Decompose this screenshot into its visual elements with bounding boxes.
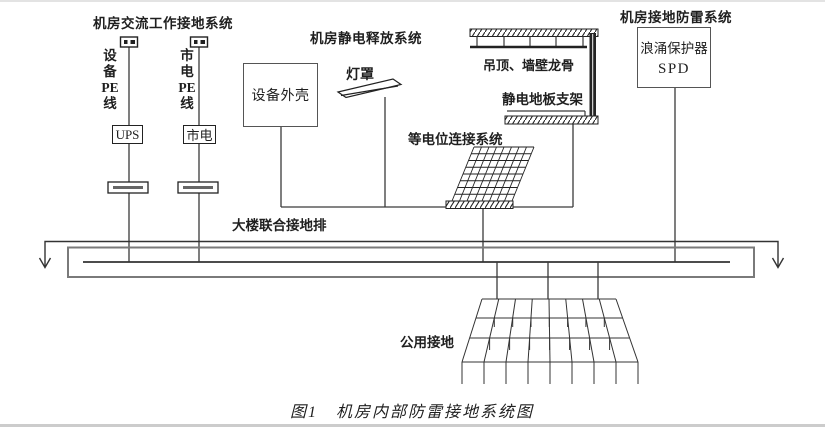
device-pe-char: 线 <box>103 96 117 111</box>
device-shell-box: 设备外壳 <box>243 63 318 127</box>
mains-pe-char: 电 <box>180 64 194 79</box>
down-arrow-left <box>38 257 52 269</box>
equipotential-bonding-label: 等电位连接系统 <box>408 132 503 147</box>
lamp-shade-shape <box>336 78 403 99</box>
terminal-icon <box>189 36 209 48</box>
common-ground-feeds <box>496 262 599 299</box>
static-discharge-wiring <box>280 97 574 262</box>
ceiling-hangers <box>476 36 584 47</box>
figure-caption: 图1 机房内部防雷接地系统图 <box>289 404 534 421</box>
ups-box: UPS <box>112 125 143 144</box>
terminal-dot <box>124 40 128 44</box>
mains-pe-line-label: 市 电 PE 线 <box>176 48 198 112</box>
image-edge-top <box>0 0 825 2</box>
image-edge-bottom <box>0 424 825 427</box>
equipotential-grid <box>445 146 535 209</box>
floor-hatched-bar <box>504 115 599 125</box>
terminal-icon <box>119 36 139 48</box>
title-static-discharge-system: 机房静电释放系统 <box>310 31 422 46</box>
ac-ground-wiring <box>128 47 200 262</box>
busbar-assembly <box>38 240 785 278</box>
pe-terminal-icons <box>119 36 209 48</box>
surge-protector-label: 浪涌保护器 <box>640 41 708 56</box>
device-pe-line-label: 设 备 PE 线 <box>99 48 121 112</box>
mains-pe-char: 市 <box>180 48 194 63</box>
terminal-dot <box>130 40 135 44</box>
terminal-dot <box>194 40 198 44</box>
title-ac-ground-system: 机房交流工作接地系统 <box>93 16 233 31</box>
ceiling-keel-assembly <box>469 28 599 125</box>
lamp-edge <box>340 85 399 97</box>
building-joint-ground-bar-label: 大楼联合接地排 <box>232 218 327 233</box>
busbar-outline <box>67 246 755 278</box>
equipotential-base-strip <box>445 200 514 209</box>
lamp-shade-label: 灯罩 <box>346 68 374 83</box>
device-pe-char: 设 <box>103 48 117 63</box>
down-arrow-right <box>771 257 785 269</box>
antistatic-floor-support-label: 静电地板支架 <box>502 92 583 107</box>
device-pe-char: PE <box>101 80 119 95</box>
mains-pe-char: 线 <box>180 96 194 111</box>
mains-pe-char: PE <box>178 80 196 95</box>
terminal-dot <box>200 40 205 44</box>
common-ground-grid <box>461 298 639 384</box>
title-lightning-protection-system: 机房接地防雷系统 <box>620 10 732 25</box>
common-ground-label: 公用接地 <box>400 335 454 350</box>
busbar-loop-line <box>44 240 779 266</box>
ceiling-hatched-bar <box>469 28 599 37</box>
spd-box: 浪涌保护器 SPD <box>637 27 711 88</box>
spd-label: SPD <box>657 61 691 77</box>
mains-box: 市电 <box>183 125 216 144</box>
ground-bar-symbols <box>107 181 219 194</box>
device-pe-char: 备 <box>103 64 117 79</box>
ceiling-wall-keel-label: 吊顶、墙壁龙骨 <box>483 58 575 73</box>
